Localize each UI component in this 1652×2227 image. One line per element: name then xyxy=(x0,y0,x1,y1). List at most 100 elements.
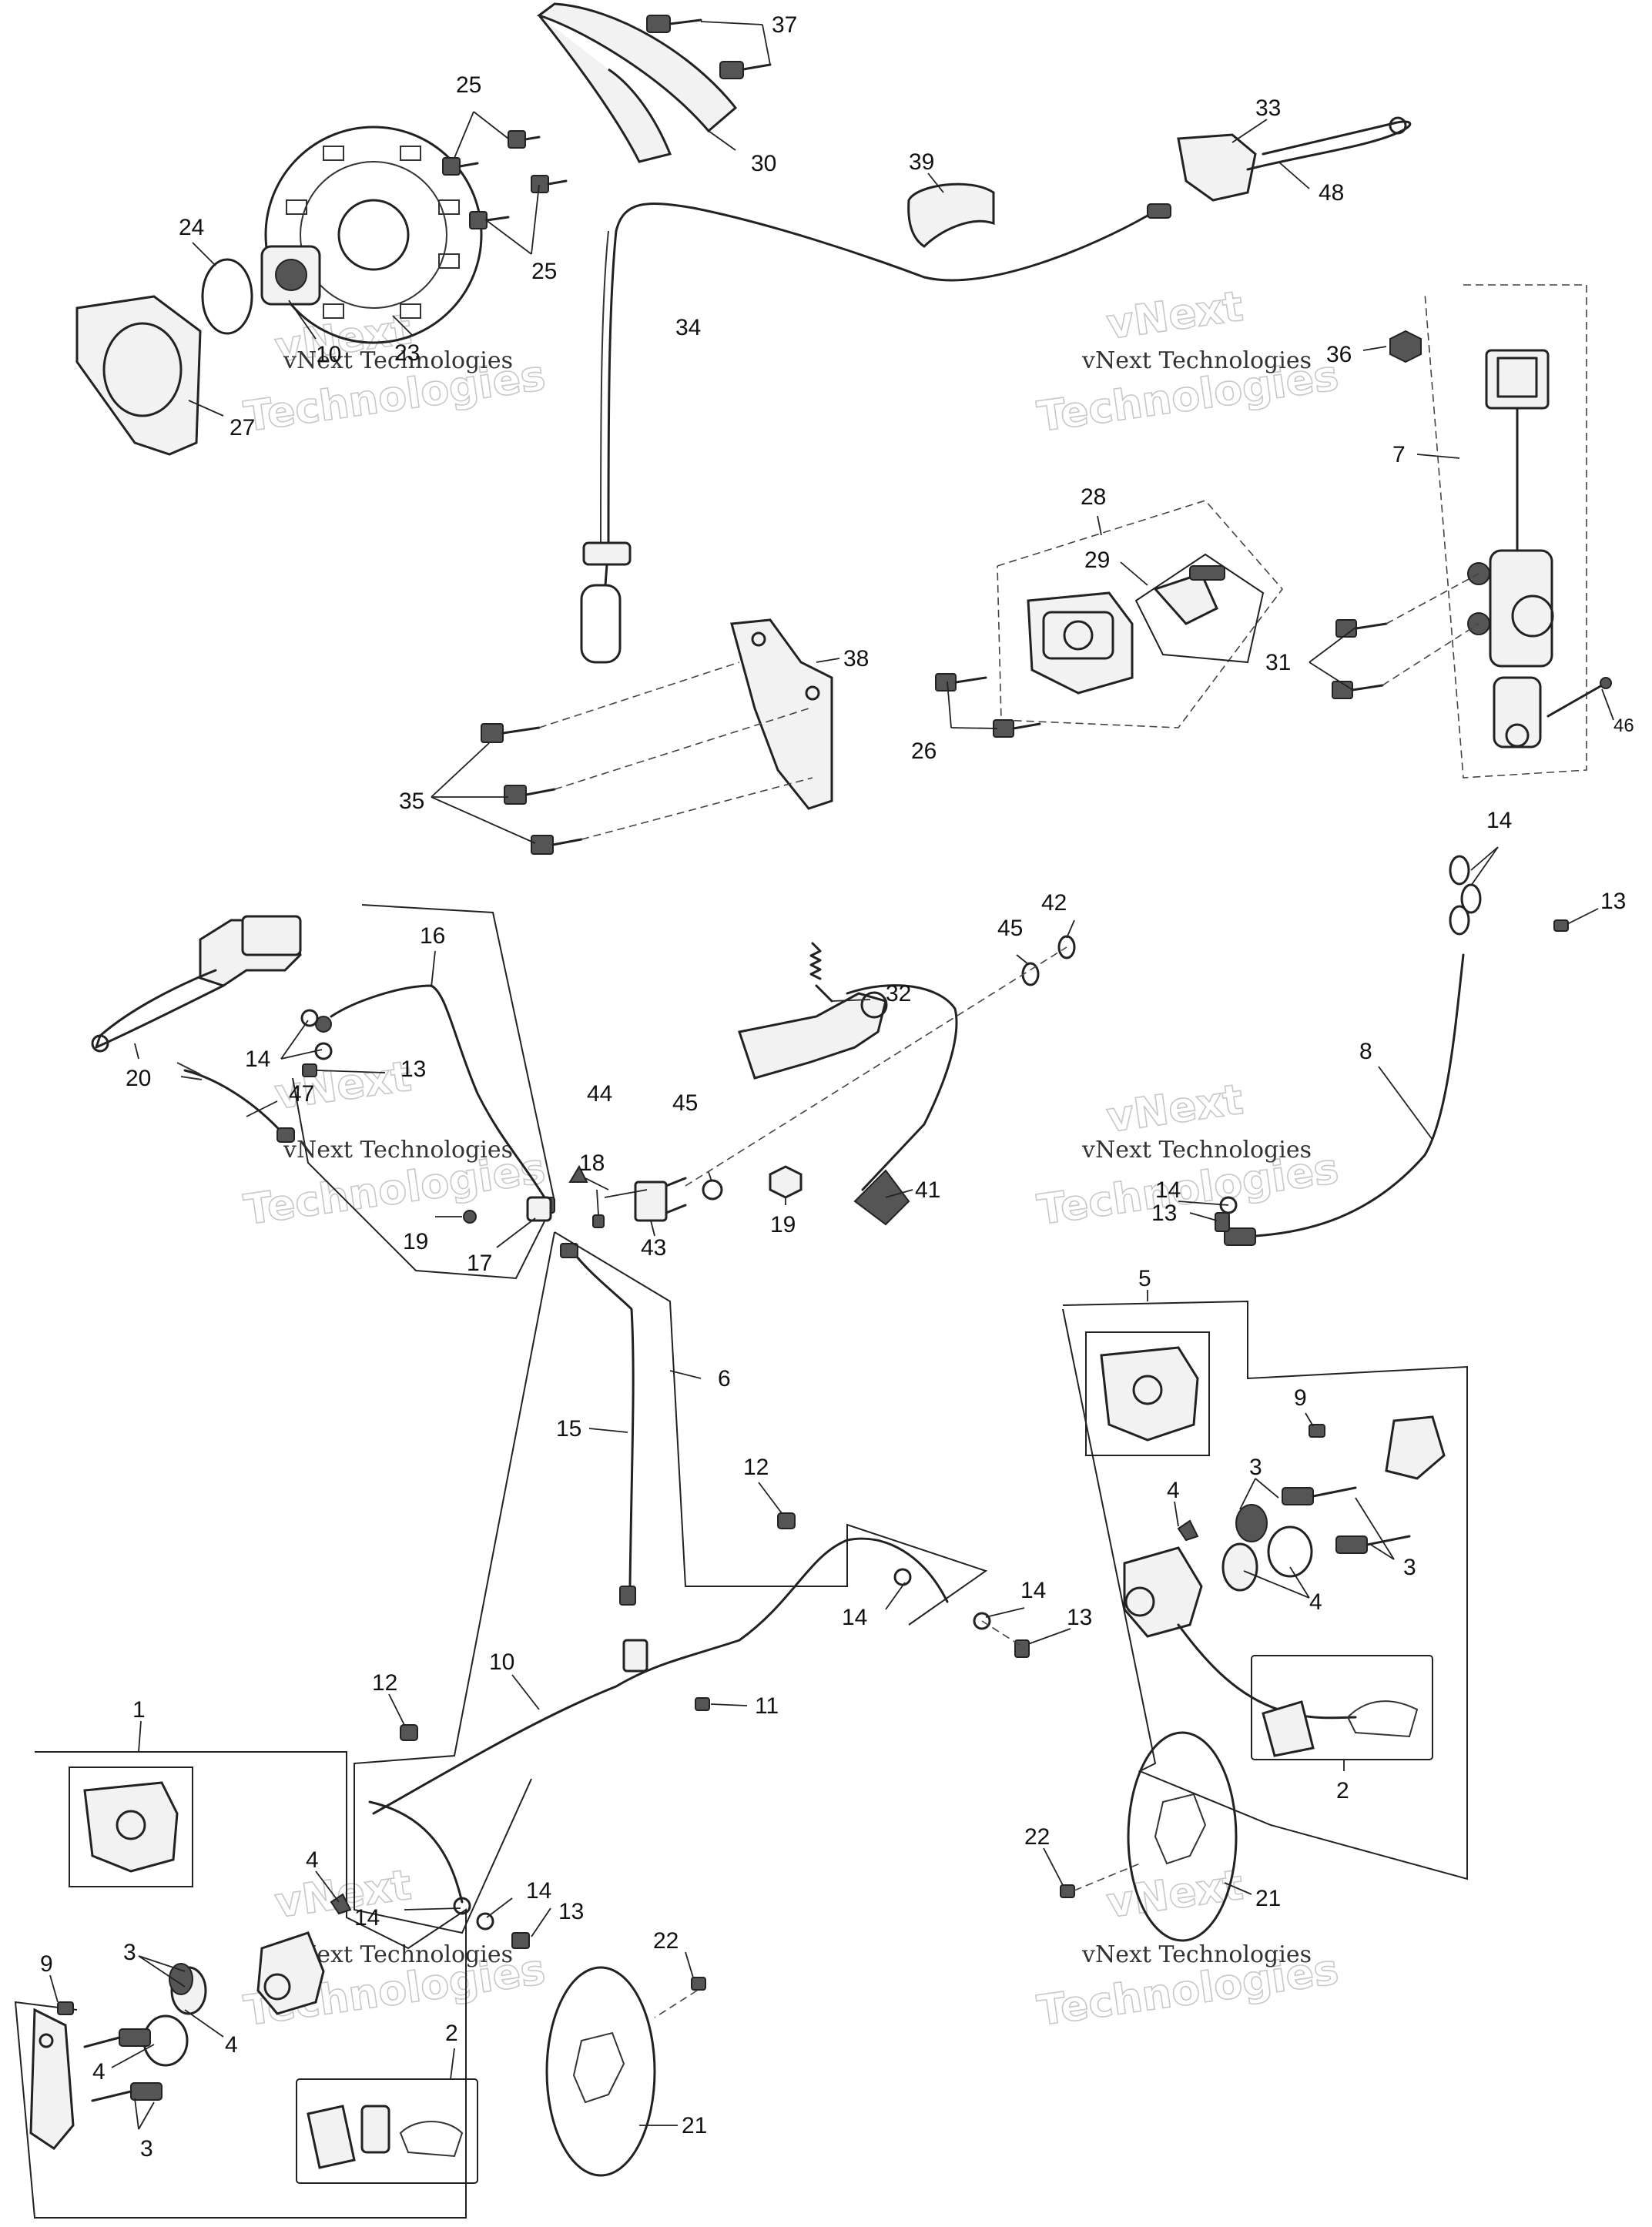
brake-line-6-frame xyxy=(354,1231,988,1934)
callout-numbers: 37 25 30 33 39 48 24 25 34 10 23 36 27 7… xyxy=(40,12,1634,2162)
joint-17 xyxy=(526,1196,552,1222)
callout-25: 25 xyxy=(456,72,481,98)
brake-disc-21-left xyxy=(545,1966,656,2177)
brake-disc-23 xyxy=(264,126,483,344)
callout-47: 47 xyxy=(289,1081,314,1107)
bolt-37-lower xyxy=(719,61,772,79)
watermark-group: vNext Technologies vNext Technologies vN… xyxy=(240,281,1342,2036)
callout-27: 27 xyxy=(230,415,255,440)
callout-14: 14 xyxy=(1486,808,1512,833)
watermark-text: vNext Technologies xyxy=(1081,1941,1312,1968)
bolt-18 xyxy=(592,1214,605,1228)
bolt-31-lower xyxy=(1332,681,1384,699)
callout-24: 24 xyxy=(179,215,204,240)
callout-41: 41 xyxy=(915,1177,940,1203)
callout-34: 34 xyxy=(675,315,701,340)
washer-19 xyxy=(463,1210,477,1224)
watermark-text: vNext Technologies xyxy=(1081,1137,1312,1164)
callout-38: 38 xyxy=(843,646,869,671)
dashline-31b xyxy=(1382,623,1479,686)
callout-28: 28 xyxy=(1081,484,1106,510)
callout-17: 17 xyxy=(467,1251,492,1276)
callout-18: 18 xyxy=(579,1150,605,1176)
caliper-assembly-28 xyxy=(997,500,1284,728)
callout-2: 2 xyxy=(445,2021,458,2046)
callout-4: 4 xyxy=(225,2032,238,2058)
dashline-mid xyxy=(981,1620,1025,1649)
callout-45: 45 xyxy=(672,1090,698,1116)
bolt-13-left xyxy=(302,1063,317,1077)
callout-14: 14 xyxy=(1155,1177,1181,1203)
callout-14: 14 xyxy=(842,1605,867,1630)
brake-pedal-41 xyxy=(738,984,958,1226)
nut-36 xyxy=(1389,330,1422,363)
dashline-35c xyxy=(581,777,813,840)
callout-7: 7 xyxy=(1392,442,1406,467)
bolt-35-c xyxy=(531,835,583,855)
callout-13: 13 xyxy=(1067,1605,1092,1630)
callout-29: 29 xyxy=(1084,548,1110,573)
callout-39: 39 xyxy=(909,149,934,175)
washer-14-left-bottom-a xyxy=(453,1897,471,1915)
callout-9: 9 xyxy=(1294,1385,1307,1411)
brake-pipe-15 xyxy=(560,1243,636,1606)
bolt-25-d xyxy=(531,175,568,193)
pin-46 xyxy=(1546,677,1612,718)
callout-4: 4 xyxy=(306,1847,319,1873)
callout-37: 37 xyxy=(772,12,797,38)
watermark-bottom-right: vNext Technologies vNext Technologies xyxy=(1034,1860,1342,2036)
washer-14-mid-a xyxy=(893,1568,912,1586)
callout-3: 3 xyxy=(140,2136,153,2162)
watermark-middle-left: vNext Technologies vNext Technologies xyxy=(240,1051,548,1235)
bracket-27 xyxy=(75,295,202,456)
callout-9: 9 xyxy=(40,1951,53,1977)
pivot-bolt-43 xyxy=(634,1177,687,1222)
bracket-38 xyxy=(730,618,833,810)
callout-44: 44 xyxy=(587,1081,612,1107)
callout-23: 23 xyxy=(394,340,420,366)
watermark-outline-vnext: vNext xyxy=(1104,282,1246,349)
master-cylinder-lever-20 xyxy=(91,915,302,1053)
master-cylinder-7 xyxy=(1424,284,1587,779)
callout-35: 35 xyxy=(399,789,424,814)
washer-14-left-a xyxy=(300,1009,319,1027)
bolt-22-right xyxy=(1060,1884,1075,1898)
callout-10: 10 xyxy=(489,1649,514,1675)
bolt-35-b xyxy=(504,785,556,805)
dashline-35a xyxy=(538,661,740,728)
bolt-25-b xyxy=(508,130,541,149)
callout-1: 1 xyxy=(132,1697,146,1723)
clip-44 xyxy=(568,1164,588,1183)
spring-32 xyxy=(809,942,833,1003)
disc-guard xyxy=(536,2,738,163)
callout-19: 19 xyxy=(770,1212,796,1237)
dashline-31a xyxy=(1386,573,1479,625)
callout-33: 33 xyxy=(1255,95,1281,121)
callout-25: 25 xyxy=(531,259,557,284)
leader-lines xyxy=(49,21,1614,2130)
callout-8: 8 xyxy=(1359,1039,1372,1064)
washer-14-mid-b xyxy=(973,1612,991,1630)
lever-assembly-33-48 xyxy=(1177,116,1412,202)
callout-12: 12 xyxy=(372,1670,397,1696)
dashline-pivot xyxy=(685,946,1067,1187)
callout-42: 42 xyxy=(1041,890,1067,916)
callout-3: 3 xyxy=(1403,1555,1416,1580)
caliper-assembly-5 xyxy=(1062,1300,1468,1880)
nut-12-left xyxy=(400,1724,418,1741)
callout-26: 26 xyxy=(911,738,937,764)
o-ring-24 xyxy=(201,258,253,335)
callout-13: 13 xyxy=(1600,889,1626,914)
callout-2: 2 xyxy=(1336,1778,1349,1803)
callout-12: 12 xyxy=(743,1455,769,1480)
callout-30: 30 xyxy=(751,151,776,176)
watermark-top-right: vNext Technologies vNext Technologies xyxy=(1034,281,1342,442)
callout-10: 10 xyxy=(316,342,341,367)
callout-14: 14 xyxy=(1020,1578,1046,1603)
bolt-26-lower xyxy=(993,719,1041,738)
callout-36: 36 xyxy=(1326,342,1352,367)
dashline-22-left xyxy=(654,1990,698,2018)
brake-line-10 xyxy=(368,1537,949,1904)
pad-assembly-29 xyxy=(1134,553,1265,664)
